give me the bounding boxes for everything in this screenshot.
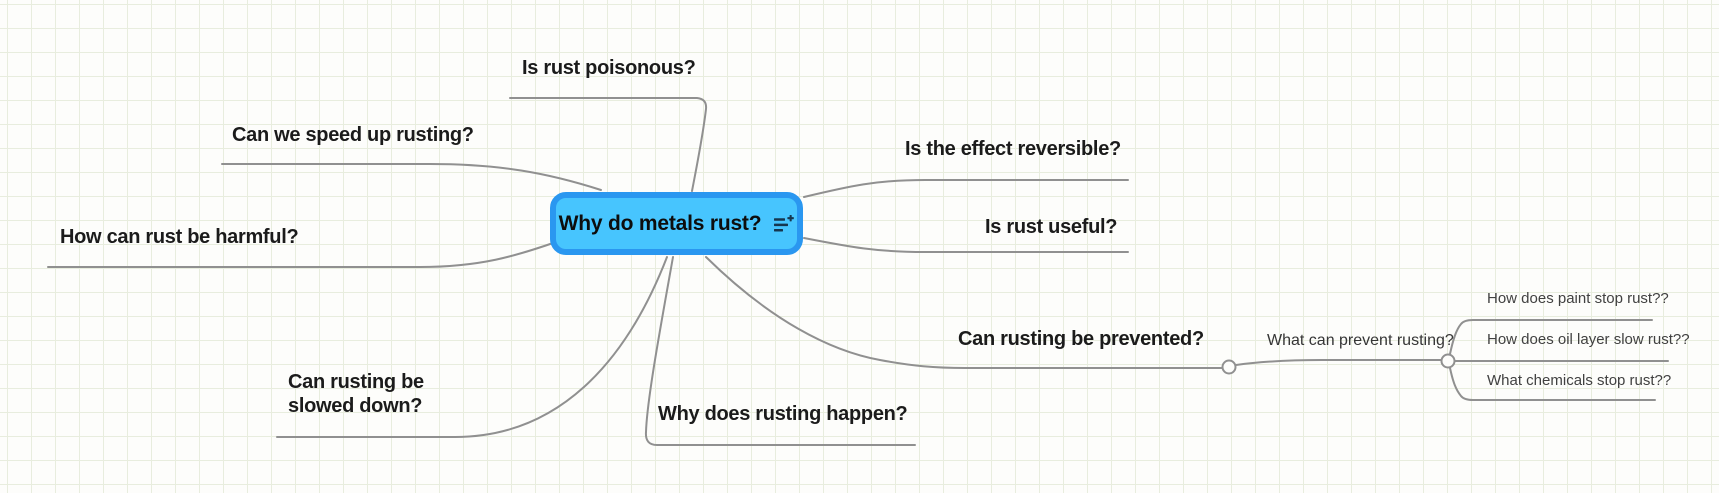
leaf-label-chemicals[interactable]: What chemicals stop rust??: [1487, 372, 1672, 389]
branch-label-slowed-down[interactable]: Can rusting be slowed down?: [288, 371, 424, 418]
connector-handle[interactable]: [1221, 359, 1237, 375]
branch-line-what-prevent: [1235, 359, 1442, 366]
branch-label-reversible[interactable]: Is the effect reversible?: [905, 138, 1121, 160]
branch-label-poisonous[interactable]: Is rust poisonous?: [522, 57, 696, 79]
connector-handle[interactable]: [1440, 353, 1456, 369]
branch-label-prevented[interactable]: Can rusting be prevented?: [958, 328, 1204, 350]
leaf-label-oil[interactable]: How does oil layer slow rust??: [1487, 331, 1690, 348]
branch-label-why-happen[interactable]: Why does rusting happen?: [658, 403, 908, 425]
branch-label-harmful[interactable]: How can rust be harmful?: [60, 226, 299, 248]
branch-line-paint: [1449, 319, 1653, 355]
branch-label-speed-up[interactable]: Can we speed up rusting?: [232, 124, 474, 146]
branch-line-useful: [803, 237, 1129, 253]
central-topic-node[interactable]: Why do metals rust?: [550, 192, 803, 255]
leaf-label-paint[interactable]: How does paint stop rust??: [1487, 290, 1669, 307]
central-topic-label: Why do metals rust?: [558, 211, 762, 235]
branch-line-chemicals: [1449, 367, 1656, 401]
branch-line-why-happen: [644, 256, 916, 446]
branch-label-useful[interactable]: Is rust useful?: [985, 216, 1118, 238]
branch-line-reversible: [803, 179, 1129, 198]
branch-line-speed-up: [221, 163, 602, 191]
subbranch-label-what-prevent[interactable]: What can prevent rusting?: [1267, 332, 1454, 349]
branch-line-slowed-down: [276, 256, 668, 438]
playlist-add-icon[interactable]: [774, 214, 795, 233]
branch-line-prevented: [705, 256, 1223, 369]
branch-line-poisonous: [509, 97, 708, 192]
branch-line-harmful: [47, 241, 557, 268]
